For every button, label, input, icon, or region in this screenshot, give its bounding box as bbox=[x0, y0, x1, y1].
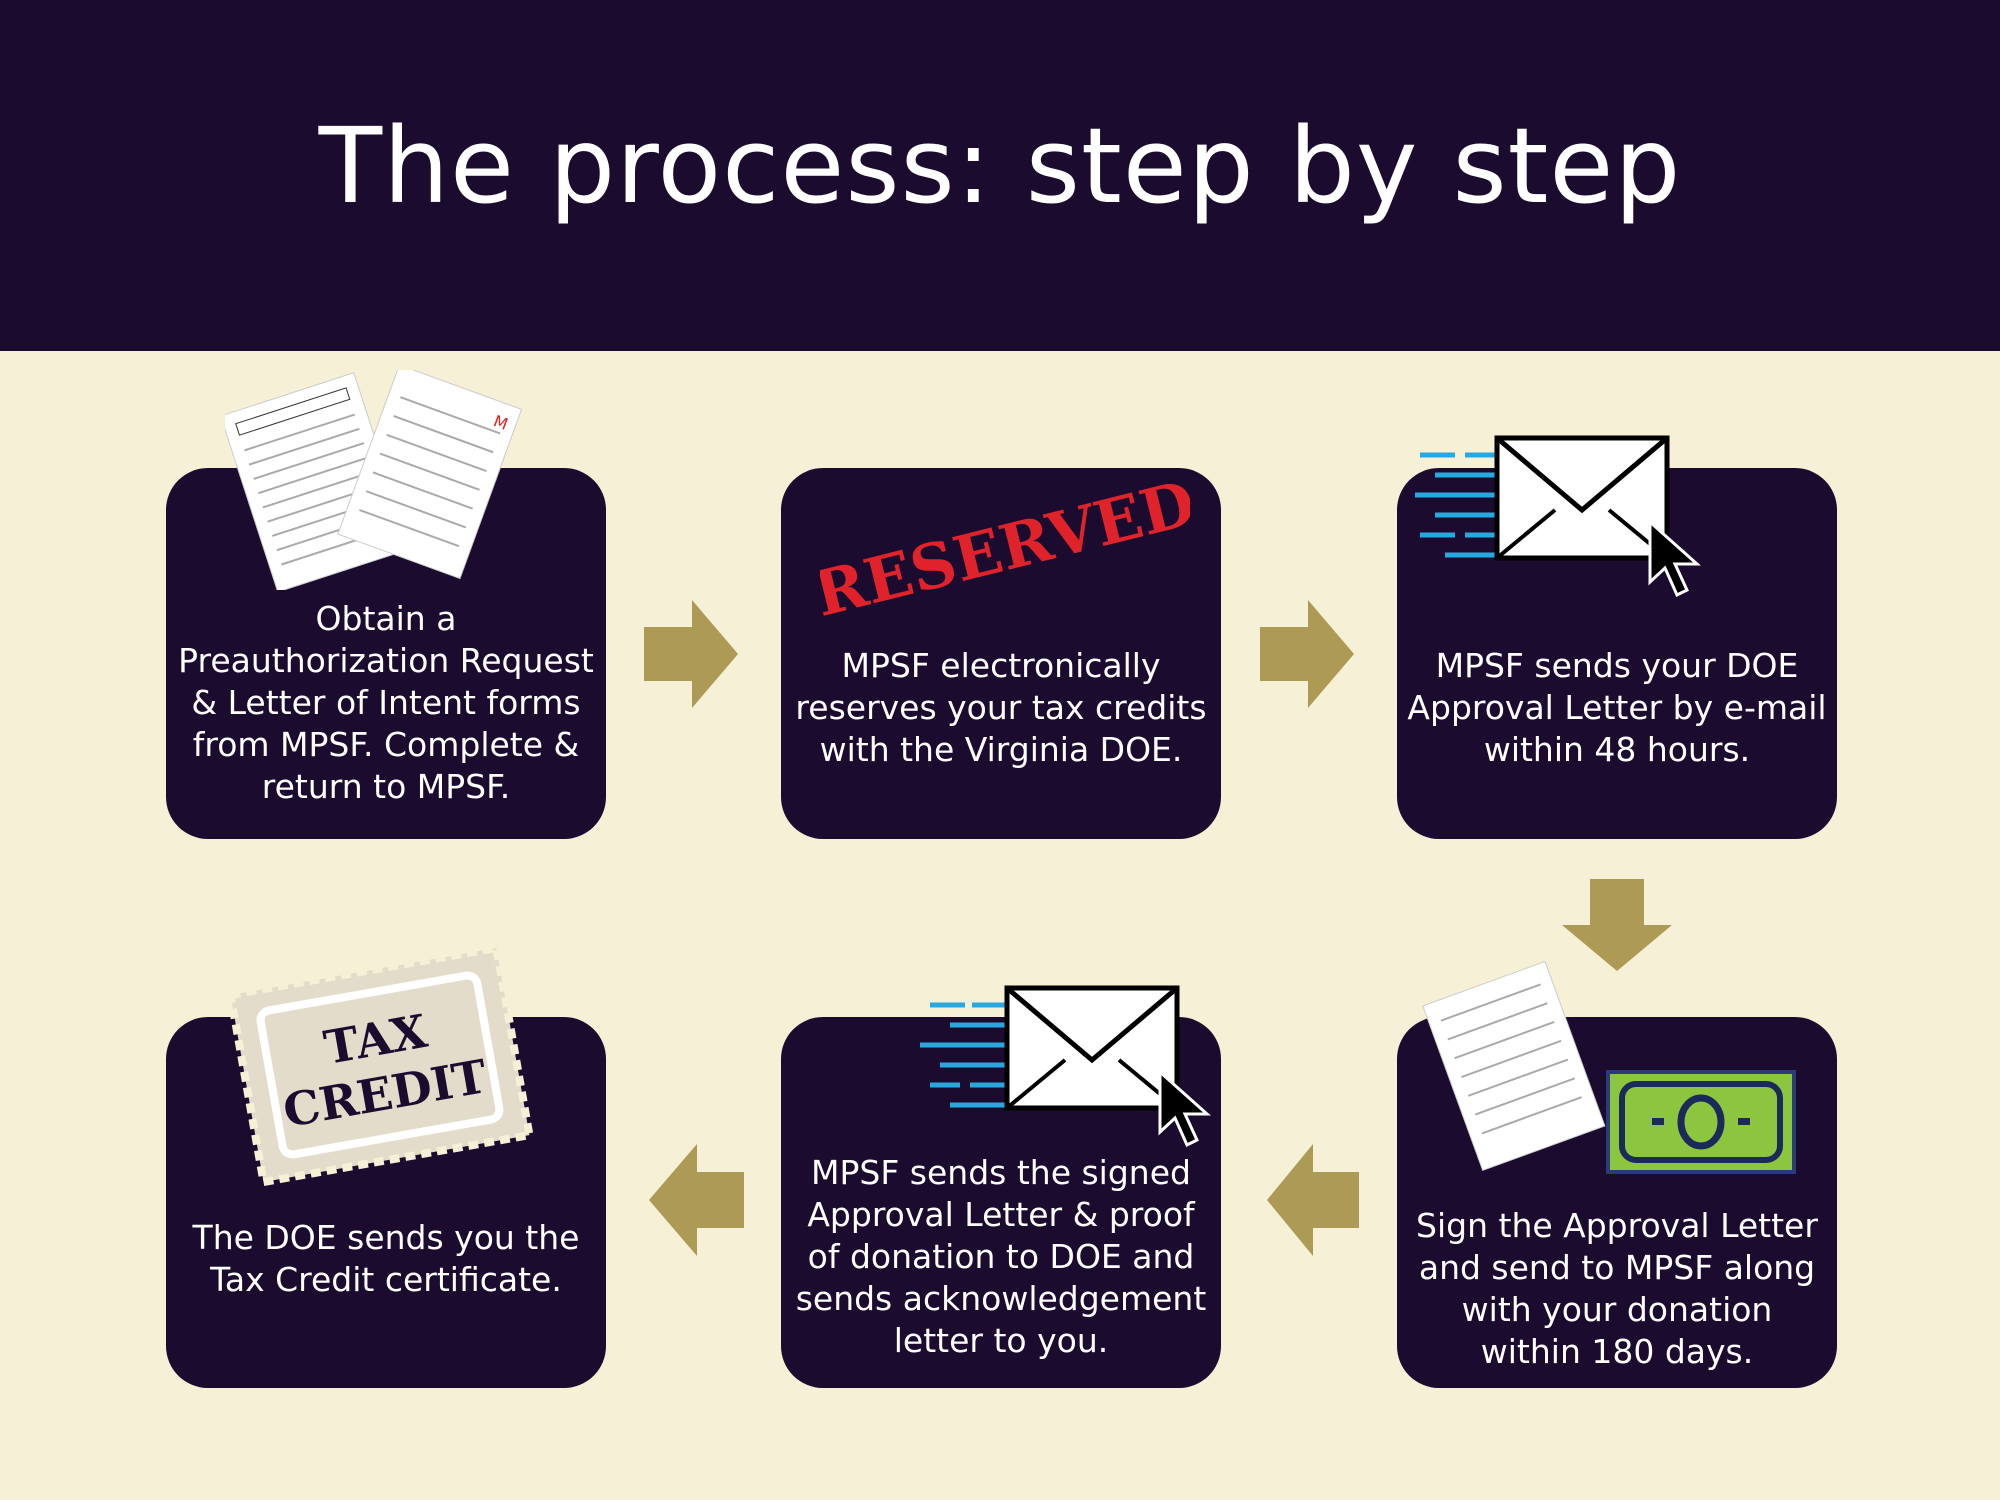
email-icon-2 bbox=[920, 985, 1211, 1148]
arrow-down bbox=[1562, 879, 1672, 971]
step-4-text: Sign the Approval Letter and send to MPS… bbox=[1416, 1206, 1818, 1371]
page-title: The process: step by step bbox=[318, 105, 1682, 227]
step-5-text: MPSF sends the signed Approval Letter & … bbox=[795, 1153, 1207, 1360]
arrow-left-1 bbox=[1267, 1144, 1359, 1256]
reserved-stamp-icon: RESERVED bbox=[820, 470, 1190, 630]
document-money-icon bbox=[1422, 960, 1796, 1174]
reserved-stamp-text: RESERVED bbox=[820, 470, 1190, 630]
arrow-left-2 bbox=[649, 1144, 744, 1256]
svg-text:M: M bbox=[491, 411, 510, 434]
step-1-text: Obtain a Preauthorization Request & Lett… bbox=[178, 599, 594, 806]
step-2-text: MPSF electronically reserves your tax cr… bbox=[795, 646, 1207, 769]
arrow-right-1 bbox=[644, 600, 738, 708]
arrow-right-2 bbox=[1260, 600, 1354, 708]
step-3-text: MPSF sends your DOE Approval Letter by e… bbox=[1407, 646, 1827, 769]
documents-icon: M bbox=[225, 370, 523, 590]
step-6-text: The DOE sends you the Tax Credit certifi… bbox=[192, 1218, 580, 1299]
step-6-card: The DOE sends you the Tax Credit certifi… bbox=[166, 1017, 606, 1388]
header: The process: step by step bbox=[0, 0, 2000, 351]
step-2-card: MPSF electronically reserves your tax cr… bbox=[781, 468, 1221, 839]
tax-credit-stamp-icon: TAX CREDIT bbox=[225, 943, 535, 1187]
email-icon bbox=[1415, 435, 1701, 598]
